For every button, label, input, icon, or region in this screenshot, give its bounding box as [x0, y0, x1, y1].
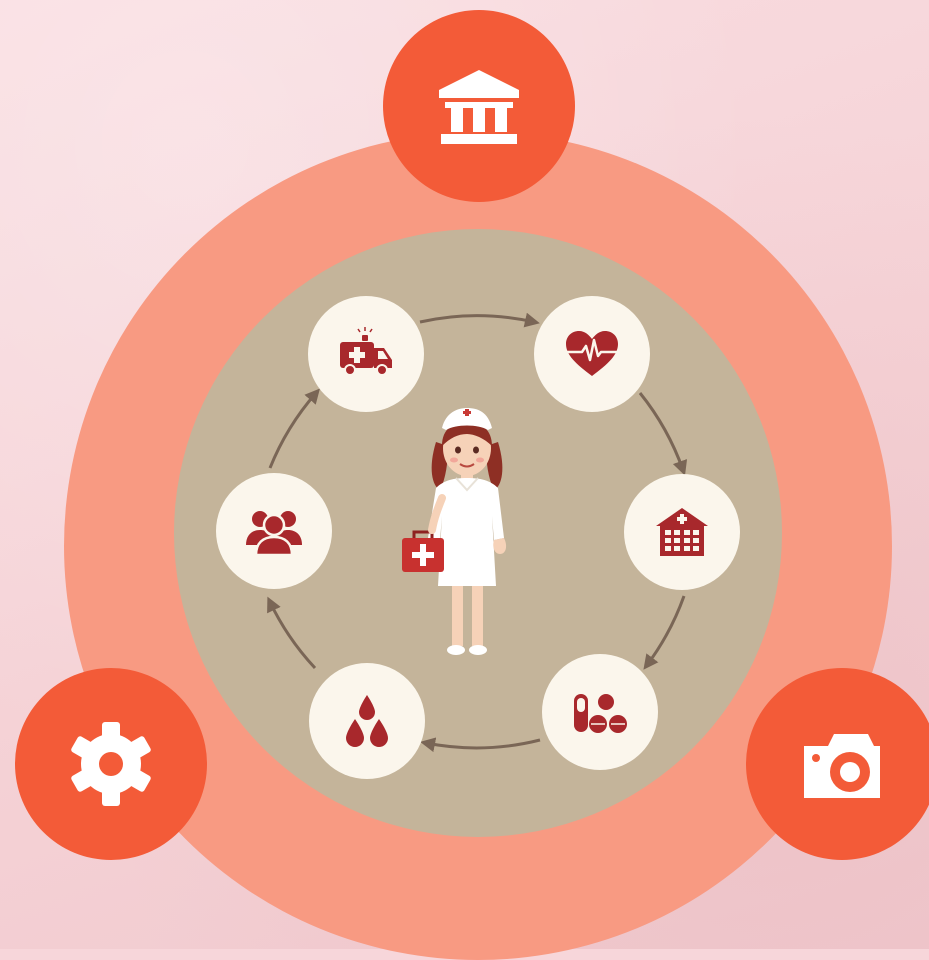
people-icon	[246, 511, 302, 557]
gear-button	[15, 668, 207, 860]
camera-icon	[804, 734, 880, 798]
blood-drops-icon	[346, 695, 388, 747]
node-hospital	[624, 474, 740, 590]
node-people	[216, 473, 332, 589]
node-blood	[309, 663, 425, 779]
node-pills	[542, 654, 658, 770]
gear-icon	[71, 722, 151, 806]
node-heartbeat	[534, 296, 650, 412]
ambulance-icon	[340, 327, 392, 376]
pills-icon	[574, 694, 627, 733]
camera-button	[746, 668, 929, 860]
heartbeat-icon	[566, 331, 618, 376]
bank-button	[383, 10, 575, 202]
node-ambulance	[308, 296, 424, 412]
nurse-illustration	[402, 408, 507, 655]
bank-icon	[439, 70, 519, 144]
hospital-icon	[656, 508, 708, 556]
